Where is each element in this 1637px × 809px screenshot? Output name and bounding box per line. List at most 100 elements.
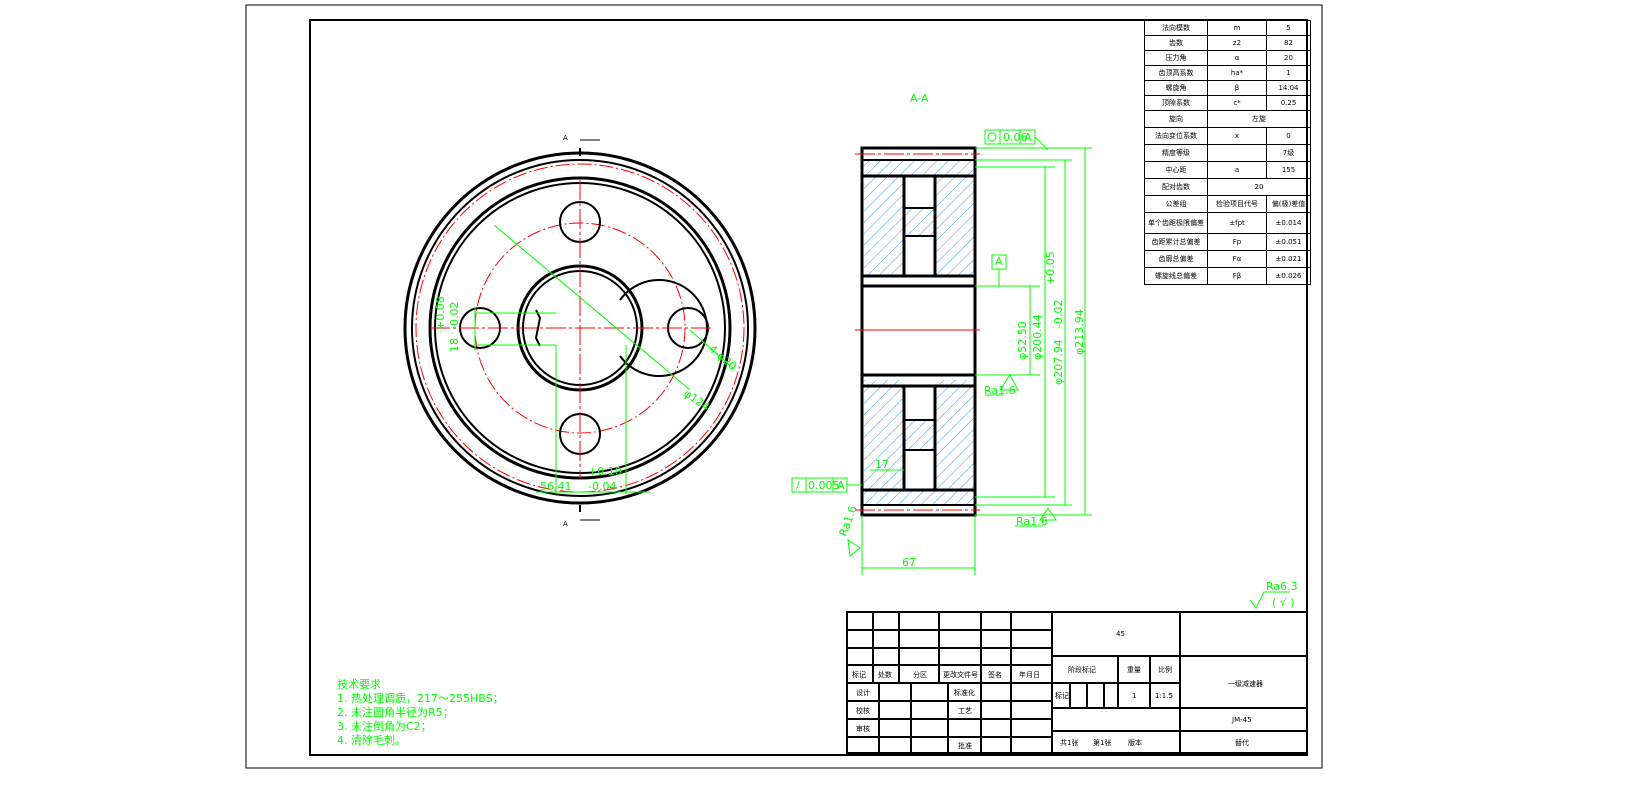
param-name: 齿顶高系数 (1144, 65, 1208, 81)
tb-header: 标记 (852, 670, 866, 679)
tech-requirements-title: 技术要求 (337, 678, 381, 691)
outer-frame (245, 4, 1323, 769)
tb-process: 工艺 (958, 707, 972, 715)
param-value: ±0.014 (1266, 212, 1311, 234)
section-view (855, 146, 980, 517)
tb-material: 45 (1116, 630, 1125, 638)
parallel-datum: A (837, 479, 845, 492)
holes-dim: 4-φ20 (706, 342, 739, 373)
tb-header: 分区 (913, 670, 927, 679)
param-name: 法向模数 (1144, 20, 1208, 36)
key-depth-tol-low: -0.04 (588, 480, 616, 493)
key-width-tol-low: -0.02 (448, 302, 461, 330)
param-symbol: z2 (1207, 35, 1267, 51)
param-name: 旋向 (1144, 110, 1208, 128)
outer-dim: φ213.94 (1073, 309, 1086, 355)
param-name: 顶隙系数 (1144, 95, 1208, 111)
d2-dim: φ207.94 (1052, 339, 1065, 385)
param-row: 公差组检验项目代号偏(极)差值 (1144, 195, 1311, 213)
tb-header: 年月日 (1019, 670, 1040, 679)
tb-sheet-no: 第1张 (1093, 738, 1111, 747)
tb-weight-value: 1 (1132, 692, 1136, 700)
tb-drawing-no: JM-45 (1231, 716, 1252, 724)
width-dim: 67 (902, 556, 916, 569)
param-symbol: x (1207, 127, 1267, 145)
param-value: 20 (1266, 50, 1311, 66)
tb-header: 处数 (878, 670, 892, 679)
param-symbol (1207, 144, 1267, 162)
param-value: 左旋 (1207, 110, 1311, 128)
param-value: 155 (1266, 161, 1311, 179)
param-value: 偏(极)差值 (1266, 195, 1311, 213)
param-value: 20 (1207, 178, 1311, 196)
param-symbol: m (1207, 20, 1267, 36)
param-name: 公差组 (1144, 195, 1208, 213)
param-row: 单个齿距极限偏差±fpt±0.014 (1144, 212, 1311, 234)
tb-standard: 标准化 (954, 688, 975, 697)
tb-design: 设计 (856, 688, 870, 697)
param-symbol: c* (1207, 95, 1267, 111)
front-view: A A (403, 134, 757, 528)
param-name: 螺旋线总偏差 (1144, 267, 1208, 285)
runout-value: 0.06 (1003, 131, 1028, 144)
param-name: 齿廓总偏差 (1144, 250, 1208, 268)
tb-version: 版本 (1128, 738, 1142, 747)
tb-stage-cell: 标记 (1055, 691, 1069, 700)
title-block (846, 611, 1308, 754)
param-name: 齿距累计总偏差 (1144, 233, 1208, 251)
tb-replace: 替代 (1235, 738, 1249, 747)
param-value: 0.25 (1266, 95, 1311, 111)
param-symbol: a (1207, 161, 1267, 179)
param-name: 压力角 (1144, 50, 1208, 66)
parallel-icon: / (796, 479, 800, 492)
param-value: 0 (1266, 127, 1311, 145)
tb-scale-label: 比例 (1158, 665, 1172, 674)
tech-requirements: 技术要求 1. 热处理调质，217～255HBS； 2. 未注圆角半径为R5； … (337, 678, 504, 747)
tb-header: 更改文件号 (943, 670, 978, 679)
tech-requirement-item: 2. 未注圆角半径为R5； (337, 705, 454, 719)
title-block-text: 标记 处数 分区 更改文件号 签名 年月日 设计 标准化 校核 工艺 审核 批准… (852, 630, 1263, 750)
key-depth-dim: 56.41 (540, 480, 572, 493)
roughness-general-other: ( √ ) (1272, 596, 1295, 609)
param-value: ±0.021 (1266, 250, 1311, 268)
param-value: ±0.051 (1266, 233, 1311, 251)
parallel-value: 0.005 (808, 479, 840, 492)
section-mark-bottom: A (563, 520, 568, 528)
param-name: 齿数 (1144, 35, 1208, 51)
param-symbol: β (1207, 80, 1267, 96)
section-label: A-A (910, 92, 929, 105)
tb-review: 审核 (856, 724, 870, 733)
tb-sheets-total: 共1张 (1060, 738, 1078, 747)
param-symbol: ha* (1207, 65, 1267, 81)
section-mark-top: A (563, 134, 568, 142)
param-symbol: ±fpt (1207, 212, 1267, 234)
d2-tol: -0.02 (1052, 300, 1065, 328)
datum-a: A (995, 255, 1003, 268)
param-value: 7级 (1266, 144, 1311, 162)
param-value: 14.04 (1266, 80, 1311, 96)
d1-dim: φ200.44 (1031, 314, 1044, 360)
roughness-2: Ra1.6 (1016, 515, 1048, 528)
tb-weight: 重量 (1127, 666, 1141, 674)
web-offset-dim: 17 (875, 458, 889, 471)
param-symbol: 检验项目代号 (1207, 195, 1267, 213)
tech-requirement-item: 1. 热处理调质，217～255HBS； (337, 692, 504, 705)
tech-requirement-item: 4. 清除毛刺。 (337, 733, 406, 747)
tb-scale: 1:1.5 (1155, 692, 1173, 700)
param-value: 82 (1266, 35, 1311, 51)
param-symbol: Fβ (1207, 267, 1267, 285)
param-row: 精度等级 7级 (1144, 144, 1311, 162)
param-name: 精度等级 (1144, 144, 1208, 162)
tb-check: 校核 (856, 706, 870, 715)
